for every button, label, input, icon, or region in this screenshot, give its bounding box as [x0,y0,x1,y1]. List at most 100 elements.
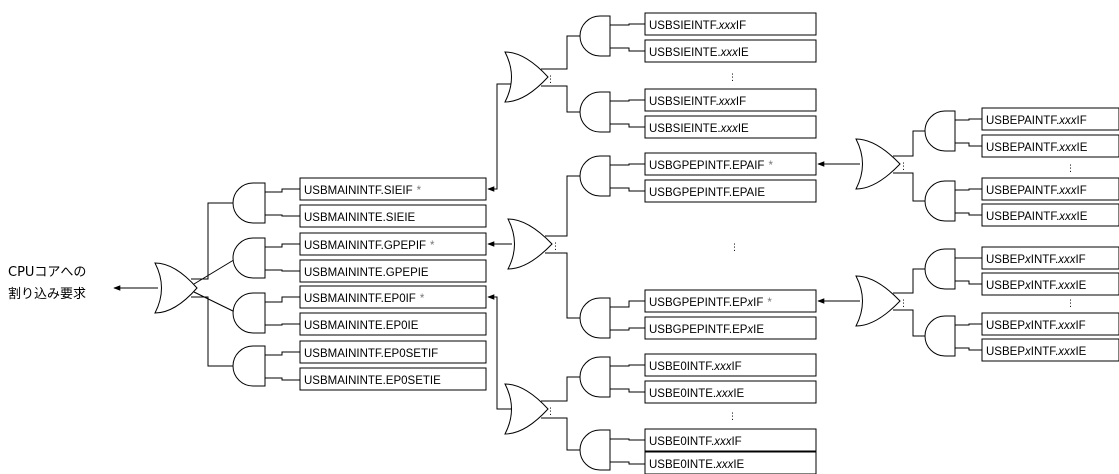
reg-usbmaininte-ep0setie: USBMAININTE.EP0SETIE [299,367,487,391]
main-and-gate-sie [232,182,266,224]
wire-sie-and1-flag [610,23,645,26]
wire-epx-or-and2 [893,309,930,337]
svg-text:USBMAININTF.SIEIF*: USBMAININTF.SIEIF* [304,185,422,197]
svg-text:USBSIEINTE.xxxIE: USBSIEINTE.xxxIE [649,123,749,135]
ep0-and-gate-2 [579,429,611,471]
svg-text:USBE0INTF.xxxIF: USBE0INTF.xxxIF [649,436,742,448]
svg-text:USBSIEINTF.xxxIF: USBSIEINTF.xxxIF [649,96,746,108]
svg-text:USBGPEPINTF.EPxIF*: USBGPEPINTF.EPxIF* [649,297,772,309]
epa-and-gate-2 [924,180,956,222]
svg-text:USBEPxINTF.xxxIF: USBEPxINTF.xxxIF [986,254,1086,266]
reg-usbsieintf-2: USBSIEINTF.xxxIF [644,88,817,112]
svg-text:USBEPAINTF.xxxIE: USBEPAINTF.xxxIE [986,142,1088,154]
wire-sie-or-and2 [541,85,585,113]
reg-usbmaininte-sieie: USBMAININTE.SIEIE [299,204,487,228]
ep0-or-gate [504,383,549,435]
gpep-register-ellipsis: ⋮ [730,243,739,253]
wire-sie-and2-flag [610,99,645,102]
reg-usbmainintf-sieif: USBMAININTF.SIEIF* [299,177,487,201]
reg-usbmaininte-gpepie: USBMAININTE.GPEPIE [299,259,487,283]
svg-text:USBEPxINTF.xxxIE: USBEPxINTF.xxxIE [986,346,1087,358]
epx-register-ellipsis: ⋮ [1066,299,1075,309]
wire-ep0-or-to-ep0if [487,294,512,410]
wire-gpep-and2-enable [610,327,645,331]
main-and-gate-gpep [232,237,266,279]
reg-usbmaininte-ep0ie: USBMAININTE.EP0IE [299,312,487,336]
main-or-gate [154,262,198,314]
svg-text:USBGPEPINTF.EPAIF*: USBGPEPINTF.EPAIF* [649,160,773,172]
wire-gpep-or-and1 [545,175,585,237]
reg-usbmainintf-gpepif: USBMAININTF.GPEPIF* [299,232,487,256]
reg-usbe0intf-2: USBE0INTF.xxxIF [644,428,817,452]
wire-epa-and2-flag [955,188,982,191]
reg-usbepaintf-enable-1: USBEPAINTF.xxxIE [981,134,1119,158]
wire-epa-and1-flag [955,118,982,121]
gpep-or-ellipsis: ⋮ [551,242,560,252]
wire-sieie [265,214,300,217]
reg-usbepaintf-enable-2: USBEPAINTF.xxxIE [981,203,1119,227]
wire-main-or-and3 [193,291,238,314]
cpu-interrupt-request-label: CPUコアへの 割り込み要求 [8,265,86,302]
wire-gpep-or-and2 [545,252,585,319]
wire-ep0-and1-enable [610,388,645,393]
reg-usbe0inte-2: USBE0INTE.xxxIE [644,451,817,474]
gpep-and-gate-epa [579,155,611,197]
epa-or-gate [855,138,901,190]
wire-gpepif [265,243,300,248]
svg-text:USBMAININTE.GPEPIE: USBMAININTE.GPEPIE [304,267,429,279]
main-and-gate-ep0 [232,292,266,334]
sie-register-ellipsis: ⋮ [728,73,737,83]
cpu-label-line2: 割り込み要求 [8,286,86,302]
reg-usbgpepintf-epaie: USBGPEPINTF.EPAIE [644,179,817,203]
reg-usbgpepintf-epaif: USBGPEPINTF.EPAIF* [644,152,817,176]
wire-gpepie [265,269,300,272]
wire-gpep-and2-flag [610,300,645,308]
wire-epa-and2-enable [955,212,982,216]
epx-or-ellipsis: ⋮ [899,299,908,309]
wire-sie-or-to-sieif [487,83,512,192]
wire-gpep-and1-flag [610,163,645,166]
wire-ep0if [265,296,300,303]
wire-ep0-and1-flag [610,364,645,367]
svg-text:USBMAININTF.GPEPIF*: USBMAININTF.GPEPIF* [304,240,435,252]
wire-main-or-and2 [193,257,238,285]
cpu-label-line1: CPUコアへの [8,265,86,280]
svg-text:USBGPEPINTF.EPxIE: USBGPEPINTF.EPxIE [649,324,764,336]
wire-epx-and1-enable [955,280,982,285]
svg-text:USBEPAINTF.xxxIF: USBEPAINTF.xxxIF [986,115,1087,127]
svg-text:USBMAININTE.SIEIE: USBMAININTE.SIEIE [304,212,416,224]
ep0-and-gate-1 [579,356,611,398]
sie-or-ellipsis: ⋮ [546,75,555,85]
svg-text:USBGPEPINTF.EPAIE: USBGPEPINTF.EPAIE [649,187,765,199]
wire-epa-and1-enable [955,142,982,147]
reg-usbepaintf-flag-2: USBEPAINTF.xxxIF [981,177,1119,201]
wire-epx-or-and1 [893,268,930,294]
sie-and-gate-1 [579,15,611,57]
svg-text:USBSIEINTE.xxxIE: USBSIEINTE.xxxIE [649,47,749,59]
epa-register-ellipsis: ⋮ [1066,164,1075,174]
reg-usbe0intf-1: USBE0INTF.xxxIF [644,353,817,377]
reg-usbepxintf-flag-1: USBEPxINTF.xxxIF [981,246,1119,270]
reg-usbsieintf-1: USBSIEINTF.xxxIF [644,12,817,36]
wire-epa-or-and2 [893,172,930,202]
wire-ep0-and2-flag [610,438,645,441]
wire-ep0-and2-enable [610,461,645,465]
wire-gpep-and1-enable [610,187,645,192]
epx-and-gate-2 [924,315,956,357]
wire-sie-and1-enable [610,47,645,52]
svg-text:USBEPxINTF.xxxIE: USBEPxINTF.xxxIE [986,280,1087,292]
svg-text:USBSIEINTF.xxxIF: USBSIEINTF.xxxIF [649,20,746,32]
reg-usbgpepintf-epxie: USBGPEPINTF.EPxIE [644,316,817,340]
gpep-or-gate [507,218,553,270]
ep0-register-ellipsis: ⋮ [728,412,737,422]
reg-usbepaintf-flag-1: USBEPAINTF.xxxIF [981,107,1119,131]
sie-or-gate [504,51,549,103]
sie-and-gate-2 [579,91,611,133]
reg-usbepxintf-enable-2: USBEPxINTF.xxxIE [981,338,1119,362]
epa-and-gate-1 [924,110,956,152]
epx-or-gate [855,275,901,327]
wire-ep0-or-and1 [541,376,585,402]
reg-usbepxintf-flag-2: USBEPxINTF.xxxIF [981,312,1119,336]
ep0-or-ellipsis: ⋮ [546,407,555,417]
svg-text:USBE0INTF.xxxIF: USBE0INTF.xxxIF [649,361,742,373]
